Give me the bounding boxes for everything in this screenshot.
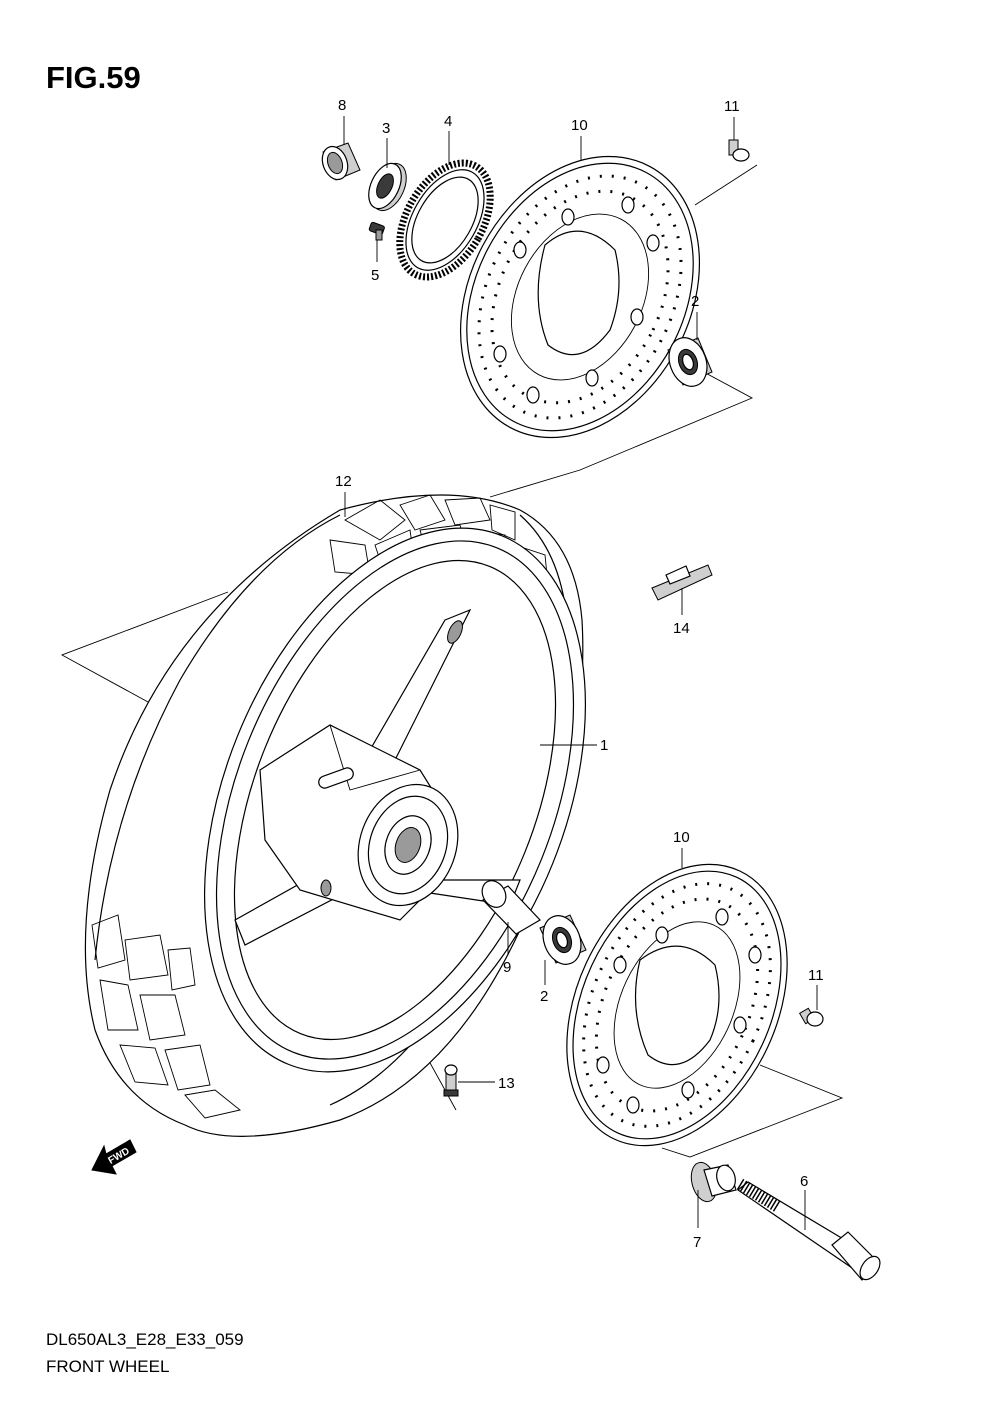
callout-3: 3 <box>382 120 390 137</box>
disc-bolt-upper-part-11[interactable] <box>728 139 750 162</box>
callout-labels: 8 3 4 10 11 5 2 12 1 14 10 9 2 11 13 7 6 <box>335 97 824 1251</box>
callout-12: 12 <box>335 473 352 490</box>
fwd-label: FWD <box>106 1146 131 1167</box>
brake-disc-lower-part-10[interactable] <box>524 829 830 1182</box>
callout-11-upper: 11 <box>724 98 740 115</box>
spacer-tube-part-9[interactable] <box>477 876 541 935</box>
callout-5: 5 <box>371 267 379 284</box>
callout-4: 4 <box>444 113 452 130</box>
callout-8: 8 <box>338 97 346 114</box>
callout-1: 1 <box>600 737 608 754</box>
callout-13: 13 <box>498 1075 515 1092</box>
callout-11-lower: 11 <box>808 967 824 984</box>
front-axle-part-6[interactable] <box>736 1178 884 1283</box>
callout-10-upper: 10 <box>571 117 588 134</box>
callout-6: 6 <box>800 1173 808 1190</box>
callout-14: 14 <box>673 620 690 637</box>
callout-2-upper: 2 <box>691 293 699 310</box>
oil-seal-part-3[interactable] <box>362 158 413 216</box>
sensor-ring-part-4[interactable] <box>381 147 509 292</box>
model-code: DL650AL3_E28_E33_059 <box>46 1330 244 1349</box>
callout-10-lower: 10 <box>673 829 690 846</box>
disc-bolt-lower-part-11[interactable] <box>798 1007 824 1027</box>
forward-arrow-icon: FWD <box>91 1139 137 1175</box>
bearing-lower-part-2[interactable] <box>537 910 588 969</box>
screw-part-5[interactable] <box>368 221 385 241</box>
brake-disc-upper-part-10[interactable] <box>413 115 746 480</box>
spacer-part-8[interactable] <box>318 142 361 183</box>
callout-9: 9 <box>503 959 511 976</box>
leader-lines <box>343 116 818 1230</box>
callout-2-lower: 2 <box>540 988 548 1005</box>
balance-weight-part-14[interactable] <box>651 564 713 601</box>
callout-7: 7 <box>693 1234 701 1251</box>
valve-part-13[interactable] <box>443 1064 459 1097</box>
collar-part-7[interactable] <box>687 1160 738 1205</box>
bearing-upper-part-2[interactable] <box>663 332 714 391</box>
wheel-rim-part-1[interactable] <box>131 472 660 1128</box>
figure-name: FRONT WHEEL <box>46 1357 170 1376</box>
figure-title: FIG.59 <box>46 60 141 95</box>
